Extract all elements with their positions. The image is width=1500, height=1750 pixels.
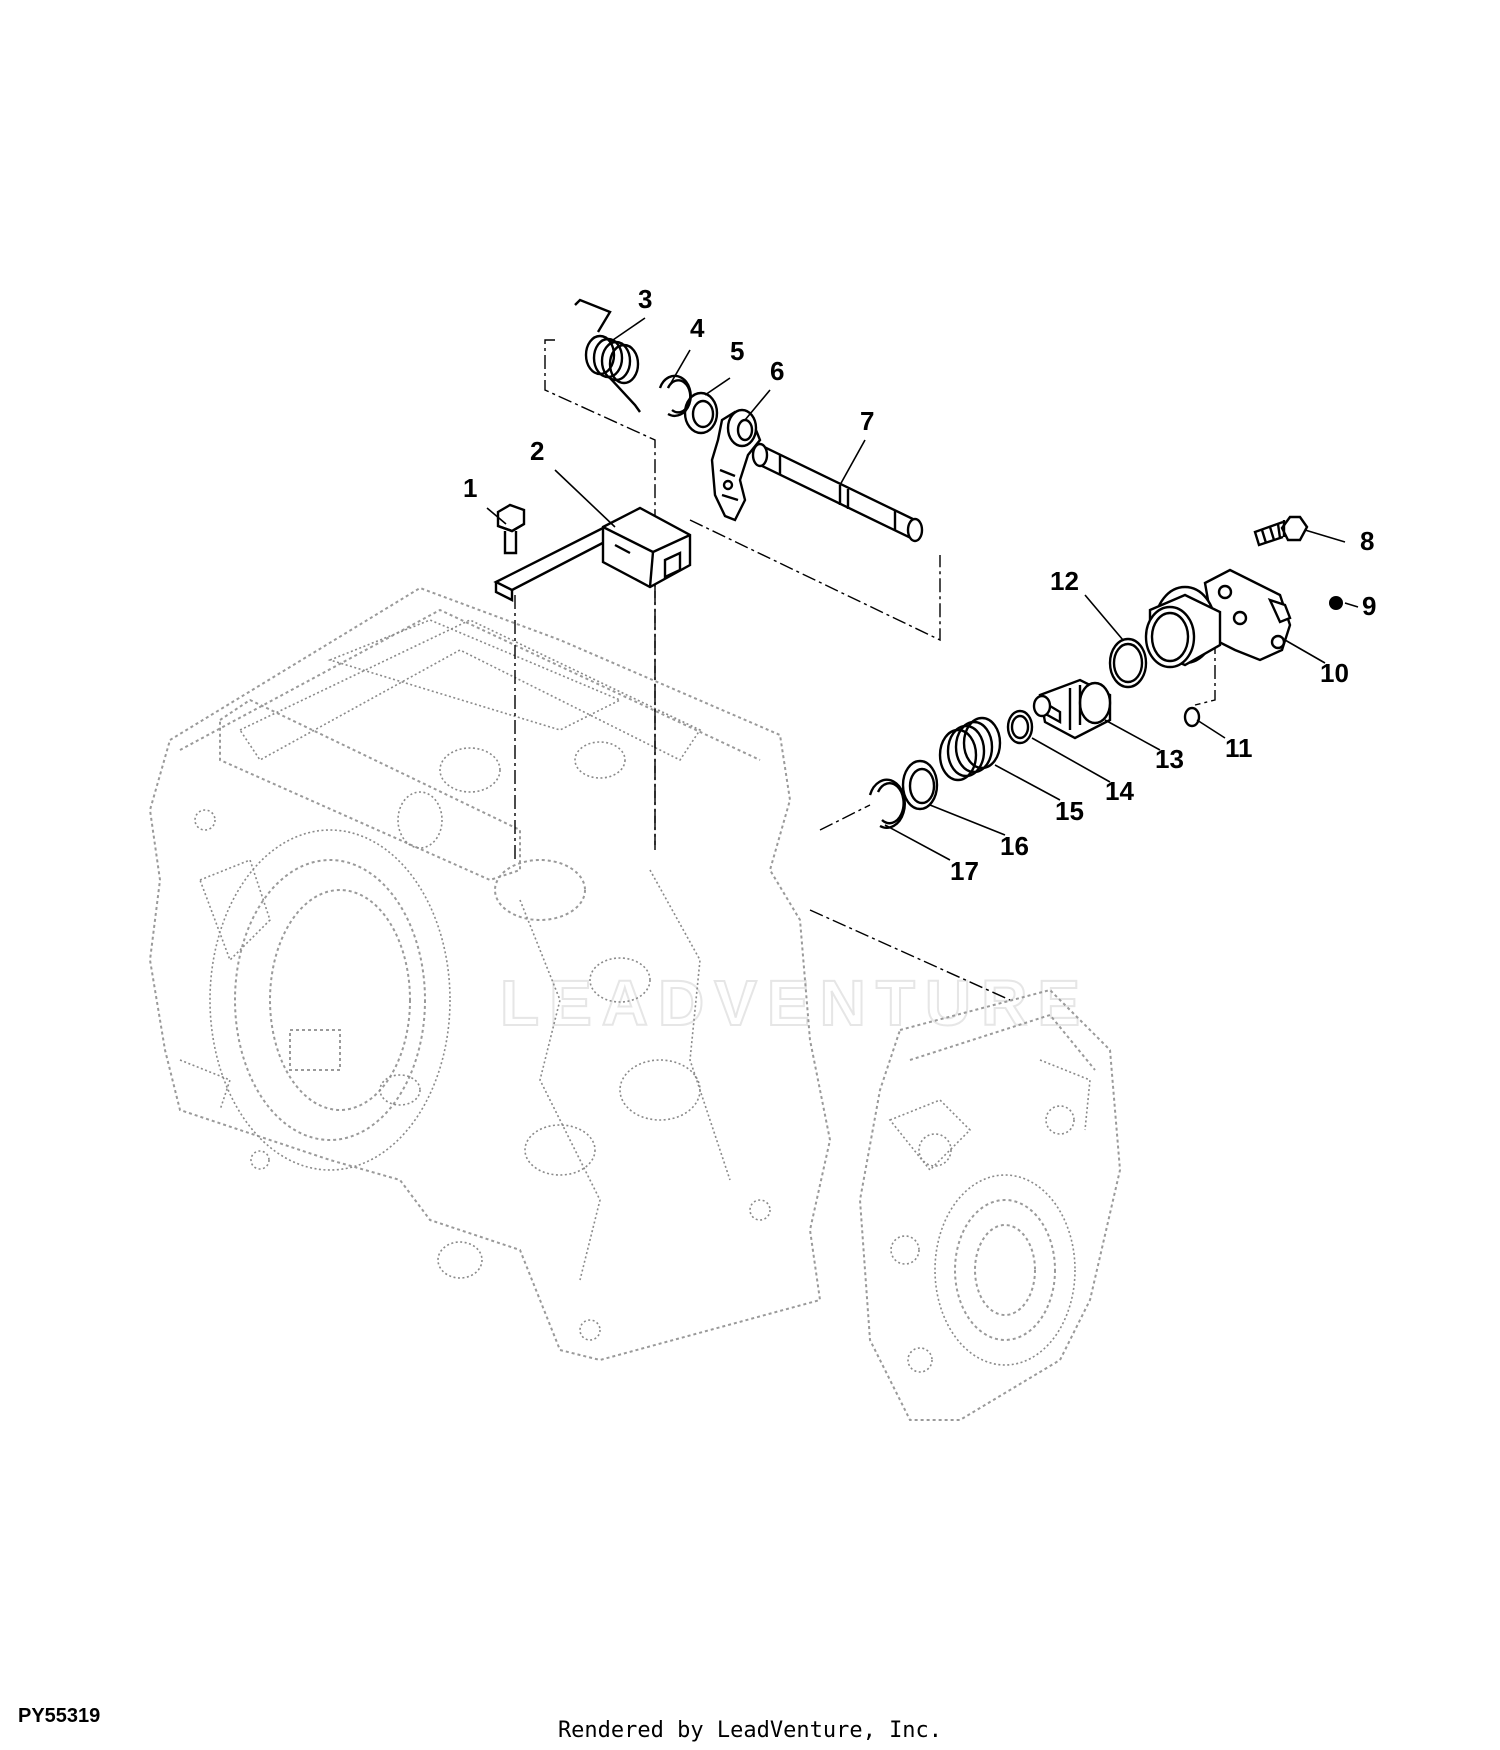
- part-8-flange-bolt: [1253, 515, 1309, 547]
- part-5-washer: [683, 391, 719, 435]
- ghost-rear-cover: [858, 988, 1122, 1421]
- part-9-plug: [1329, 596, 1343, 610]
- figure-id: PY55319: [18, 1705, 101, 1727]
- callout-10: 10: [1320, 658, 1349, 688]
- ghost-transmission-housing: [148, 586, 832, 1362]
- callout-14: 14: [1105, 776, 1134, 806]
- callout-4: 4: [690, 313, 705, 343]
- callout-3: 3: [638, 284, 652, 314]
- callout-8: 8: [1360, 526, 1374, 556]
- callout-13: 13: [1155, 744, 1184, 774]
- part-2-bracket: [493, 506, 692, 602]
- part-3-torsion-spring: [574, 298, 641, 413]
- leader-lines: [486, 317, 1359, 861]
- part-13-piston: [1032, 678, 1112, 740]
- callout-1: 1: [463, 473, 477, 503]
- watermark-text: LEADVENTURE: [500, 967, 1090, 1039]
- part-15-compression-spring: [938, 716, 1002, 782]
- callout-15: 15: [1055, 796, 1084, 826]
- part-14-o-ring: [1006, 709, 1034, 745]
- callout-2: 2: [530, 436, 544, 466]
- callout-labels: 1 2 3 4 5 6 7 8 9 10 11 12 13 14 15 16 1…: [463, 284, 1376, 886]
- part-17-snap-ring: [868, 778, 906, 829]
- render-credit: Rendered by LeadVenture, Inc.: [557, 1718, 943, 1743]
- callout-11: 11: [1225, 733, 1253, 763]
- part-12-o-ring: [1108, 637, 1148, 689]
- callout-16: 16: [1000, 831, 1029, 861]
- part-10-housing: [1144, 568, 1292, 669]
- callout-12: 12: [1050, 566, 1079, 596]
- part-7-shaft: [751, 442, 924, 543]
- part-16-washer: [901, 759, 939, 811]
- callout-6: 6: [770, 356, 784, 386]
- part-1-bolt: [496, 503, 526, 555]
- part-6-shift-fork: [710, 408, 762, 522]
- callout-7: 7: [860, 406, 874, 436]
- part-11-small-o-ring: [1183, 706, 1201, 728]
- callout-17: 17: [950, 856, 979, 886]
- callout-9: 9: [1362, 591, 1376, 621]
- callout-5: 5: [730, 336, 744, 366]
- part-4-snap-ring: [658, 374, 692, 418]
